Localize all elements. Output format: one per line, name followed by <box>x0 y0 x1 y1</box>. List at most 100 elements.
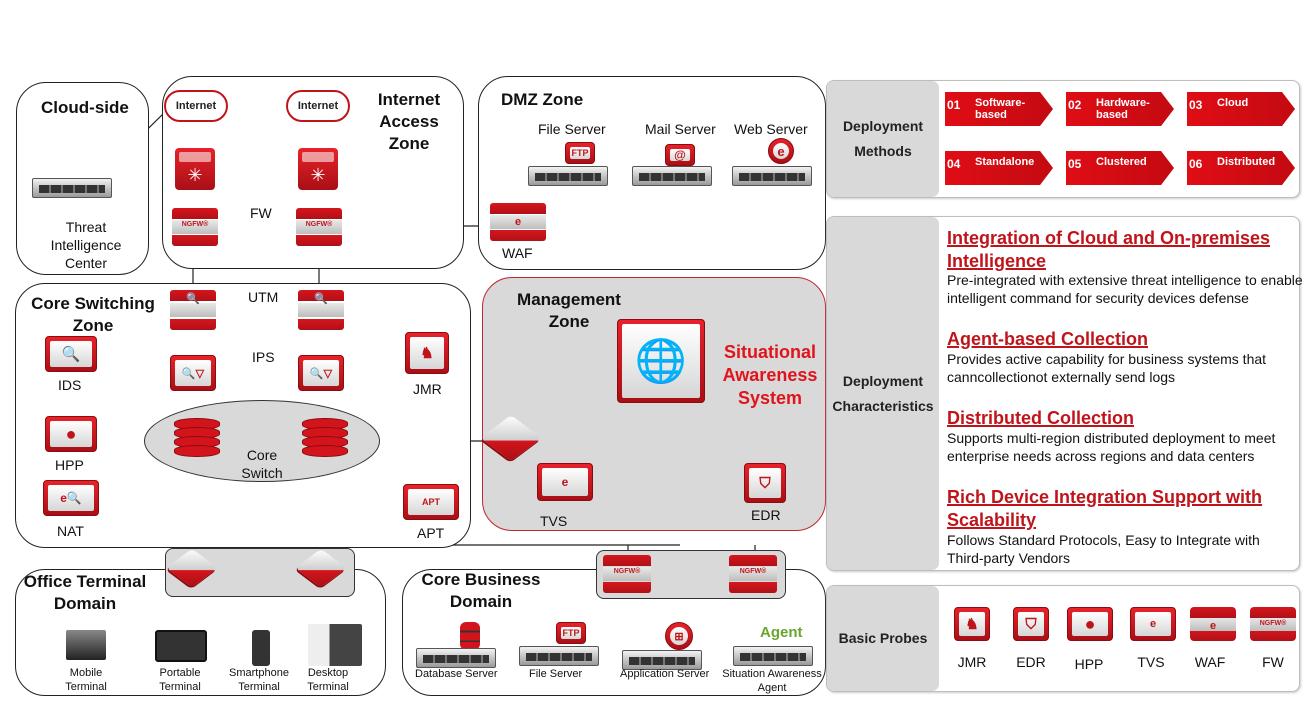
characteristic-desc: Follows Standard Protocols, Easy to Inte… <box>947 532 1260 566</box>
laptop-icon <box>66 630 106 660</box>
ngfw-firewall-icon: NGFW® <box>172 208 218 246</box>
ids-label: IDS <box>58 377 82 393</box>
probe-label: HPP <box>1074 656 1104 672</box>
situational-awareness-globe-icon: 🌐 <box>617 319 705 403</box>
ngfw-firewall-icon: NGFW® <box>296 208 342 246</box>
web-server-icon <box>732 166 812 186</box>
terminal-label: Smartphone Terminal <box>229 667 289 693</box>
probe-label: WAF <box>1194 654 1226 670</box>
tvs-label: TVS <box>540 513 568 529</box>
file-server-icon <box>519 646 599 666</box>
deployment-methods-heading: Deployment Methods <box>827 81 939 197</box>
dmz-server-label: Web Server <box>734 121 808 137</box>
business-server-label: Application Server <box>620 668 710 680</box>
ngfw-firewall-icon: NGFW® <box>603 555 651 593</box>
probe-edr-icon: ⛉ <box>1013 607 1049 641</box>
router-icon: ✳ <box>298 148 338 190</box>
core-switch-icon <box>302 418 348 458</box>
deployment-characteristics-heading: Deployment Characteristics <box>827 217 939 570</box>
threat-intelligence-center-label: Threat Intelligence Center <box>50 219 122 271</box>
apt-label: APT <box>417 525 445 541</box>
dmz-server-label: Mail Server <box>645 121 716 137</box>
waf-label: WAF <box>502 245 533 261</box>
terminal-label: Mobile Terminal <box>65 667 107 693</box>
business-server-label: Database Server <box>415 668 498 680</box>
deployment-characteristics-panel: Deployment Characteristics <box>826 216 1300 571</box>
characteristic-title: Rich Device Integration Support with Sca… <box>947 487 1263 530</box>
agent-tag: Agent <box>760 624 803 641</box>
jmr-label: JMR <box>413 381 442 397</box>
internet-cloud-icon: Internet <box>286 90 350 122</box>
probe-hpp-icon: ● <box>1067 607 1113 641</box>
zone-title-office-terminal: Office Terminal Domain <box>23 572 147 613</box>
apt-icon: APT <box>403 484 459 520</box>
zone-title-dmz: DMZ Zone <box>501 90 584 109</box>
internet-cloud-icon: Internet <box>164 90 228 122</box>
application-windows-icon: ⊞ <box>665 622 693 650</box>
characteristic-title: Distributed Collection <box>947 408 1135 428</box>
database-server-icon <box>416 648 496 668</box>
core-switch-icon <box>174 418 220 458</box>
desktop-icon <box>308 624 362 666</box>
zone-title-cloud-side: Cloud-side <box>41 98 129 117</box>
mail-server-icon <box>632 166 712 186</box>
characteristic-desc: Provides active capability for business … <box>947 351 1267 385</box>
fw-label: FW <box>250 205 272 221</box>
edr-icon: ⛉ <box>744 463 786 503</box>
nat-icon: e🔍 <box>43 480 99 516</box>
zone-title-core-business: Core Business Domain <box>421 570 541 611</box>
probe-label: FW <box>1262 654 1284 670</box>
hpp-label: HPP <box>55 457 84 473</box>
probe-fw-icon: NGFW® <box>1250 607 1296 641</box>
waf-icon: e <box>490 203 546 241</box>
hpp-icon: ● <box>45 416 97 452</box>
threat-intelligence-server-icon <box>32 178 112 198</box>
smartphone-icon <box>252 630 270 666</box>
probe-waf-icon: e <box>1190 607 1236 641</box>
probe-jmr-icon: ♞ <box>954 607 990 641</box>
probe-tvs-icon: e <box>1130 607 1176 641</box>
zone-title-internet-access: Internet Access Zone <box>377 90 441 153</box>
situational-awareness-system-label: Situational Awareness System <box>722 342 818 408</box>
business-server-label: Situation Awareness Agent <box>722 668 822 694</box>
agent-server-icon <box>733 646 813 666</box>
database-icon <box>460 622 480 650</box>
characteristic-title: Agent-based Collection <box>947 329 1149 349</box>
business-server-label: File Server <box>529 668 583 680</box>
utm-icon: 🔍 <box>298 290 344 330</box>
web-ie-icon: e <box>768 138 794 164</box>
zone-title-management: Management Zone <box>517 290 621 331</box>
ips-icon: 🔍▽ <box>170 355 216 391</box>
characteristic-title: Integration of Cloud and On-premises Int… <box>947 228 1271 271</box>
tablet-icon <box>155 630 207 662</box>
file-server-icon <box>528 166 608 186</box>
ips-icon: 🔍▽ <box>298 355 344 391</box>
tvs-icon: e <box>537 463 593 501</box>
utm-icon: 🔍 <box>170 290 216 330</box>
utm-label: UTM <box>248 289 279 305</box>
application-server-icon <box>622 650 702 670</box>
nat-label: NAT <box>57 523 84 539</box>
ftp-folder-icon: FTP <box>556 622 586 644</box>
ids-icon: 🔍 <box>45 336 97 372</box>
edr-label: EDR <box>751 507 781 523</box>
ngfw-firewall-icon: NGFW® <box>729 555 777 593</box>
basic-probes-heading: Basic Probes <box>827 586 939 691</box>
zone-title-core-switching: Core Switching Zone <box>31 294 155 335</box>
jmr-icon: ♞ <box>405 332 449 374</box>
mail-icon: @ <box>665 144 695 166</box>
probe-label: EDR <box>1016 654 1046 670</box>
router-icon: ✳ <box>175 148 215 190</box>
probe-label: TVS <box>1137 654 1165 670</box>
dmz-server-label: File Server <box>538 121 606 137</box>
probe-label: JMR <box>957 654 987 670</box>
characteristic-desc: Supports multi-region distributed deploy… <box>947 430 1276 464</box>
ips-label: IPS <box>252 349 275 365</box>
characteristic-desc: Pre-integrated with extensive threat int… <box>947 272 1303 306</box>
